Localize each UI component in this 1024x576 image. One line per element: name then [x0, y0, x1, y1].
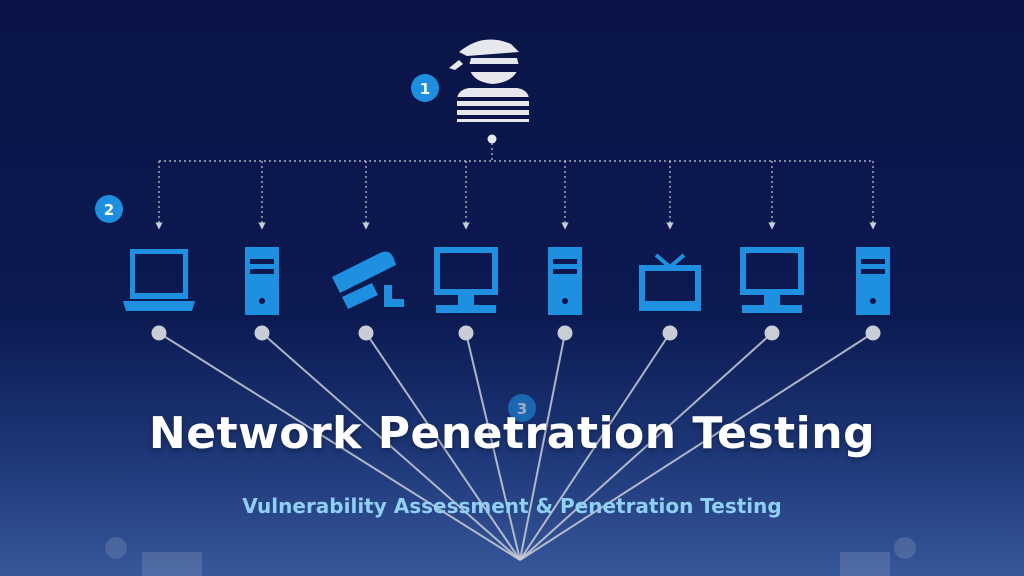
desktop-monitor-icon: [740, 247, 804, 313]
server-tower-icon: [856, 247, 890, 315]
device-node: [458, 325, 474, 341]
page-subtitle: Vulnerability Assessment & Penetration T…: [242, 494, 782, 518]
converging-connectors: [158, 332, 874, 561]
device-node: [662, 325, 678, 341]
converging-line: [465, 332, 521, 561]
step-badge-2: 2: [95, 195, 123, 223]
device-node: [358, 325, 374, 341]
hacker-icon: [449, 39, 529, 122]
converging-line: [365, 332, 521, 561]
device-nodes: [151, 325, 881, 341]
drop-arrows: [155, 161, 877, 230]
converging-line: [519, 332, 874, 561]
device-node: [151, 325, 167, 341]
converging-line: [261, 332, 521, 561]
desktop-monitor-icon: [434, 247, 498, 313]
converging-line: [519, 332, 773, 561]
page-title: Network Penetration Testing: [148, 408, 876, 459]
svg-text:2: 2: [104, 201, 114, 219]
server-tower-icon: [548, 247, 582, 315]
svg-text:3: 3: [517, 400, 527, 418]
television-icon: [639, 253, 701, 311]
device-node: [764, 325, 780, 341]
security-camera-icon: [332, 251, 404, 309]
laptop-icon: [123, 249, 195, 311]
svg-text:1: 1: [420, 80, 430, 98]
device-node: [865, 325, 881, 341]
step-badge-1: 1: [411, 74, 439, 102]
converging-line: [519, 332, 566, 561]
bottom-reflection: [105, 537, 916, 576]
converging-line: [519, 332, 671, 561]
converging-line: [158, 332, 521, 561]
device-node: [557, 325, 573, 341]
step-badge-3: 3: [508, 394, 536, 422]
device-node: [254, 325, 270, 341]
attacker-node: [487, 134, 497, 144]
server-tower-icon: [245, 247, 279, 315]
distribution-lines: [159, 143, 873, 162]
